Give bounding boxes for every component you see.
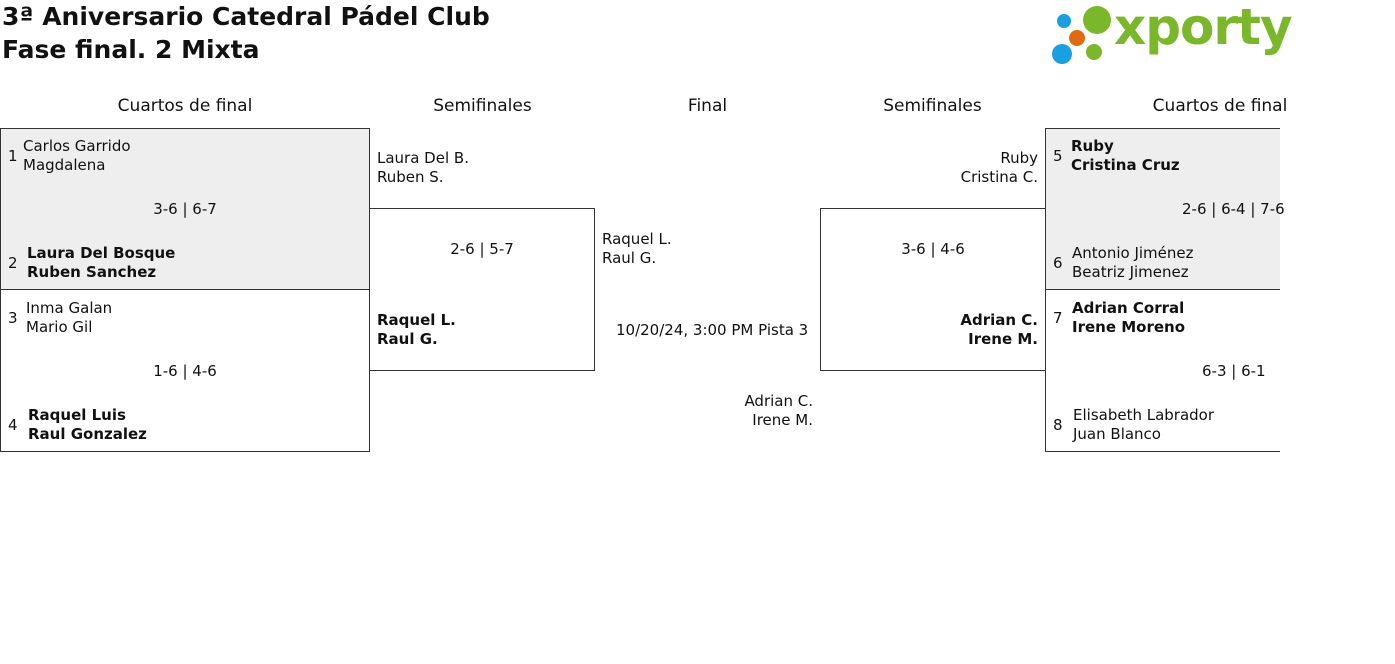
column-header-right-qf: Cuartos de final xyxy=(1152,96,1288,116)
final-datetime: 10/20/24, 3:00 PM xyxy=(616,321,754,339)
player-name: Ruby xyxy=(1000,149,1038,167)
player-name: Inma Galan xyxy=(26,299,113,317)
column-header-final: Final xyxy=(687,96,728,116)
team-right-sf-bottom[interactable]: Adrian C. Irene M. xyxy=(851,311,1038,349)
player-name: Juan Blanco xyxy=(1073,425,1161,443)
player-name: Laura Del Bosque xyxy=(27,244,176,262)
team-left-qf2-top[interactable]: Inma Galan Mario Gil xyxy=(26,299,112,337)
logo-dot-green xyxy=(1083,6,1111,34)
player-name: Raquel L. xyxy=(377,311,456,329)
player-name: Cristina C. xyxy=(960,168,1038,186)
team-right-qf1-bottom[interactable]: Antonio Jiménez Beatriz Jimenez xyxy=(1072,244,1194,282)
player-name: Raul Gonzalez xyxy=(28,425,147,443)
column-header-left-qf: Cuartos de final xyxy=(117,96,253,116)
player-name: Beatriz Jimenez xyxy=(1072,263,1189,281)
match-score: 2-6 | 6-4 | 7-6 xyxy=(1182,200,1285,218)
player-name: Raquel Luis xyxy=(28,406,126,424)
player-name: Raul G. xyxy=(602,249,657,267)
final-schedule: 10/20/24, 3:00 PM Pista 3 xyxy=(616,321,808,339)
player-name: Ruben S. xyxy=(377,168,444,186)
player-name: Raquel L. xyxy=(602,230,672,248)
match-score: 2-6 | 5-7 xyxy=(450,240,514,258)
player-name: Adrian Corral xyxy=(1072,299,1185,317)
player-name: Irene Moreno xyxy=(1072,318,1186,336)
player-name: Mario Gil xyxy=(26,318,93,336)
match-left-sf[interactable]: 2-6 | 5-7 Raquel L. Raul G. xyxy=(369,208,595,371)
column-header-right-sf: Semifinales xyxy=(883,96,982,116)
seed-number: 2 xyxy=(8,254,18,272)
tournament-subtitle: Fase final. 2 Mixta xyxy=(2,35,260,64)
team-final-top[interactable]: Raquel L. Raul G. xyxy=(602,230,672,268)
player-name: Raul G. xyxy=(377,330,438,348)
team-left-qf1-top[interactable]: Carlos Garrido Magdalena xyxy=(23,137,131,175)
player-name: Carlos Garrido xyxy=(23,137,131,155)
player-name: Antonio Jiménez xyxy=(1072,244,1194,262)
match-right-qf1[interactable]: 5 Ruby Cristina Cruz 2-6 | 6-4 | 7-6 6 A… xyxy=(1045,128,1285,290)
player-name: Adrian C. xyxy=(960,311,1038,329)
logo-dot-green-2 xyxy=(1086,44,1102,60)
team-right-sf-top[interactable]: Ruby Cristina C. xyxy=(860,149,1038,187)
match-left-qf2[interactable]: 3 Inma Galan Mario Gil 1-6 | 4-6 4 Raque… xyxy=(0,289,370,452)
team-left-qf1-bottom[interactable]: Laura Del Bosque Ruben Sanchez xyxy=(27,244,175,282)
logo-dot-orange xyxy=(1069,30,1085,46)
player-name: Irene M. xyxy=(968,330,1038,348)
player-name: Cristina Cruz xyxy=(1071,156,1180,174)
seed-number: 8 xyxy=(1053,416,1063,434)
xporty-logo[interactable]: xporty xyxy=(1052,0,1293,66)
tournament-title: 3ª Aniversario Catedral Pádel Club xyxy=(2,2,490,31)
seed-number: 5 xyxy=(1053,147,1063,165)
match-right-sf[interactable]: 3-6 | 4-6 Adrian C. Irene M. xyxy=(820,208,1046,371)
match-score: 3-6 | 6-7 xyxy=(153,200,217,218)
team-left-sf-bottom[interactable]: Raquel L. Raul G. xyxy=(377,311,456,349)
match-score: 3-6 | 4-6 xyxy=(901,240,965,258)
column-header-left-sf: Semifinales xyxy=(433,96,532,116)
team-right-qf1-top[interactable]: Ruby Cristina Cruz xyxy=(1071,137,1180,175)
team-right-qf2-bottom[interactable]: Elisabeth Labrador Juan Blanco xyxy=(1073,406,1214,444)
final-court: Pista 3 xyxy=(758,321,809,339)
match-score: 1-6 | 4-6 xyxy=(153,362,217,380)
seed-number: 1 xyxy=(8,147,18,165)
logo-dot-blue xyxy=(1057,14,1071,28)
logo-text: xporty xyxy=(1114,0,1293,56)
match-right-qf2[interactable]: 7 Adrian Corral Irene Moreno 6-3 | 6-1 8… xyxy=(1045,289,1280,452)
player-name: Laura Del B. xyxy=(377,149,469,167)
seed-number: 3 xyxy=(8,309,18,327)
player-name: Elisabeth Labrador xyxy=(1073,406,1215,424)
match-left-qf1[interactable]: 1 Carlos Garrido Magdalena 3-6 | 6-7 2 L… xyxy=(0,128,370,290)
seed-number: 6 xyxy=(1053,254,1063,272)
player-name: Ruben Sanchez xyxy=(27,263,157,281)
team-right-qf2-top[interactable]: Adrian Corral Irene Moreno xyxy=(1072,299,1185,337)
player-name: Magdalena xyxy=(23,156,106,174)
player-name: Adrian C. xyxy=(744,392,813,410)
player-name: Ruby xyxy=(1071,137,1114,155)
seed-number: 4 xyxy=(8,416,18,434)
team-left-sf-top[interactable]: Laura Del B. Ruben S. xyxy=(377,149,469,187)
logo-dot-blue-2 xyxy=(1052,44,1072,64)
team-left-qf2-bottom[interactable]: Raquel Luis Raul Gonzalez xyxy=(28,406,147,444)
player-name: Irene M. xyxy=(752,411,813,429)
seed-number: 7 xyxy=(1053,309,1063,327)
match-score: 6-3 | 6-1 xyxy=(1202,362,1266,380)
team-final-bottom[interactable]: Adrian C. Irene M. xyxy=(640,392,813,430)
